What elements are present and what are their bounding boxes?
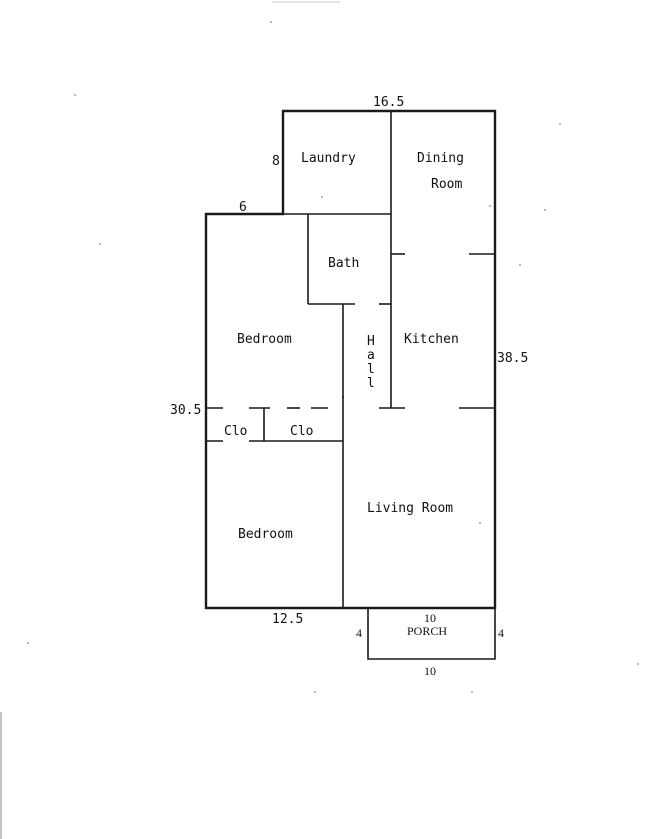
dimension-bottom-width: 12.5 (272, 612, 303, 627)
porch-outline (367, 608, 496, 660)
room-label-hall-l1: l (367, 362, 375, 377)
speck (270, 21, 272, 23)
dimension-porch-right: 4 (498, 626, 504, 640)
speck (74, 94, 76, 96)
room-label-bedroom-top: Bedroom (237, 332, 292, 347)
dimension-porch-bottom: 10 (424, 664, 436, 678)
room-label-closet-left: Clo (224, 424, 247, 439)
speck (27, 642, 29, 644)
room-label-porch: PORCH (407, 624, 447, 638)
room-label-hall-a: a (367, 348, 375, 363)
speck (519, 264, 521, 266)
room-label-kitchen: Kitchen (404, 332, 459, 347)
speck (99, 243, 101, 245)
speck (314, 691, 316, 693)
room-label-laundry: Laundry (301, 151, 356, 166)
room-label-living-room: Living Room (367, 501, 453, 516)
room-label-bedroom-bottom: Bedroom (238, 527, 293, 542)
speck (544, 209, 546, 211)
room-label-hall-l2: l (367, 376, 375, 391)
speck (471, 691, 473, 693)
speck (489, 205, 491, 207)
dimension-laundry-height: 8 (272, 154, 280, 169)
speck (559, 123, 561, 125)
speck (479, 522, 481, 524)
dimension-porch-top: 10 (424, 611, 436, 625)
room-label-dining-room: Room (431, 177, 462, 192)
speck (637, 663, 639, 665)
room-label-dining: Dining (417, 151, 464, 166)
room-label-bath: Bath (328, 256, 359, 271)
dimension-top-width: 16.5 (373, 95, 404, 110)
dimension-left-step: 6 (239, 200, 247, 215)
speck (321, 196, 323, 198)
room-label-hall-h: H (367, 334, 375, 349)
room-label-closet-right: Clo (290, 424, 313, 439)
dimension-left-height: 30.5 (170, 403, 201, 418)
dimension-porch-left: 4 (356, 626, 362, 640)
dimension-right-height: 38.5 (497, 351, 528, 366)
